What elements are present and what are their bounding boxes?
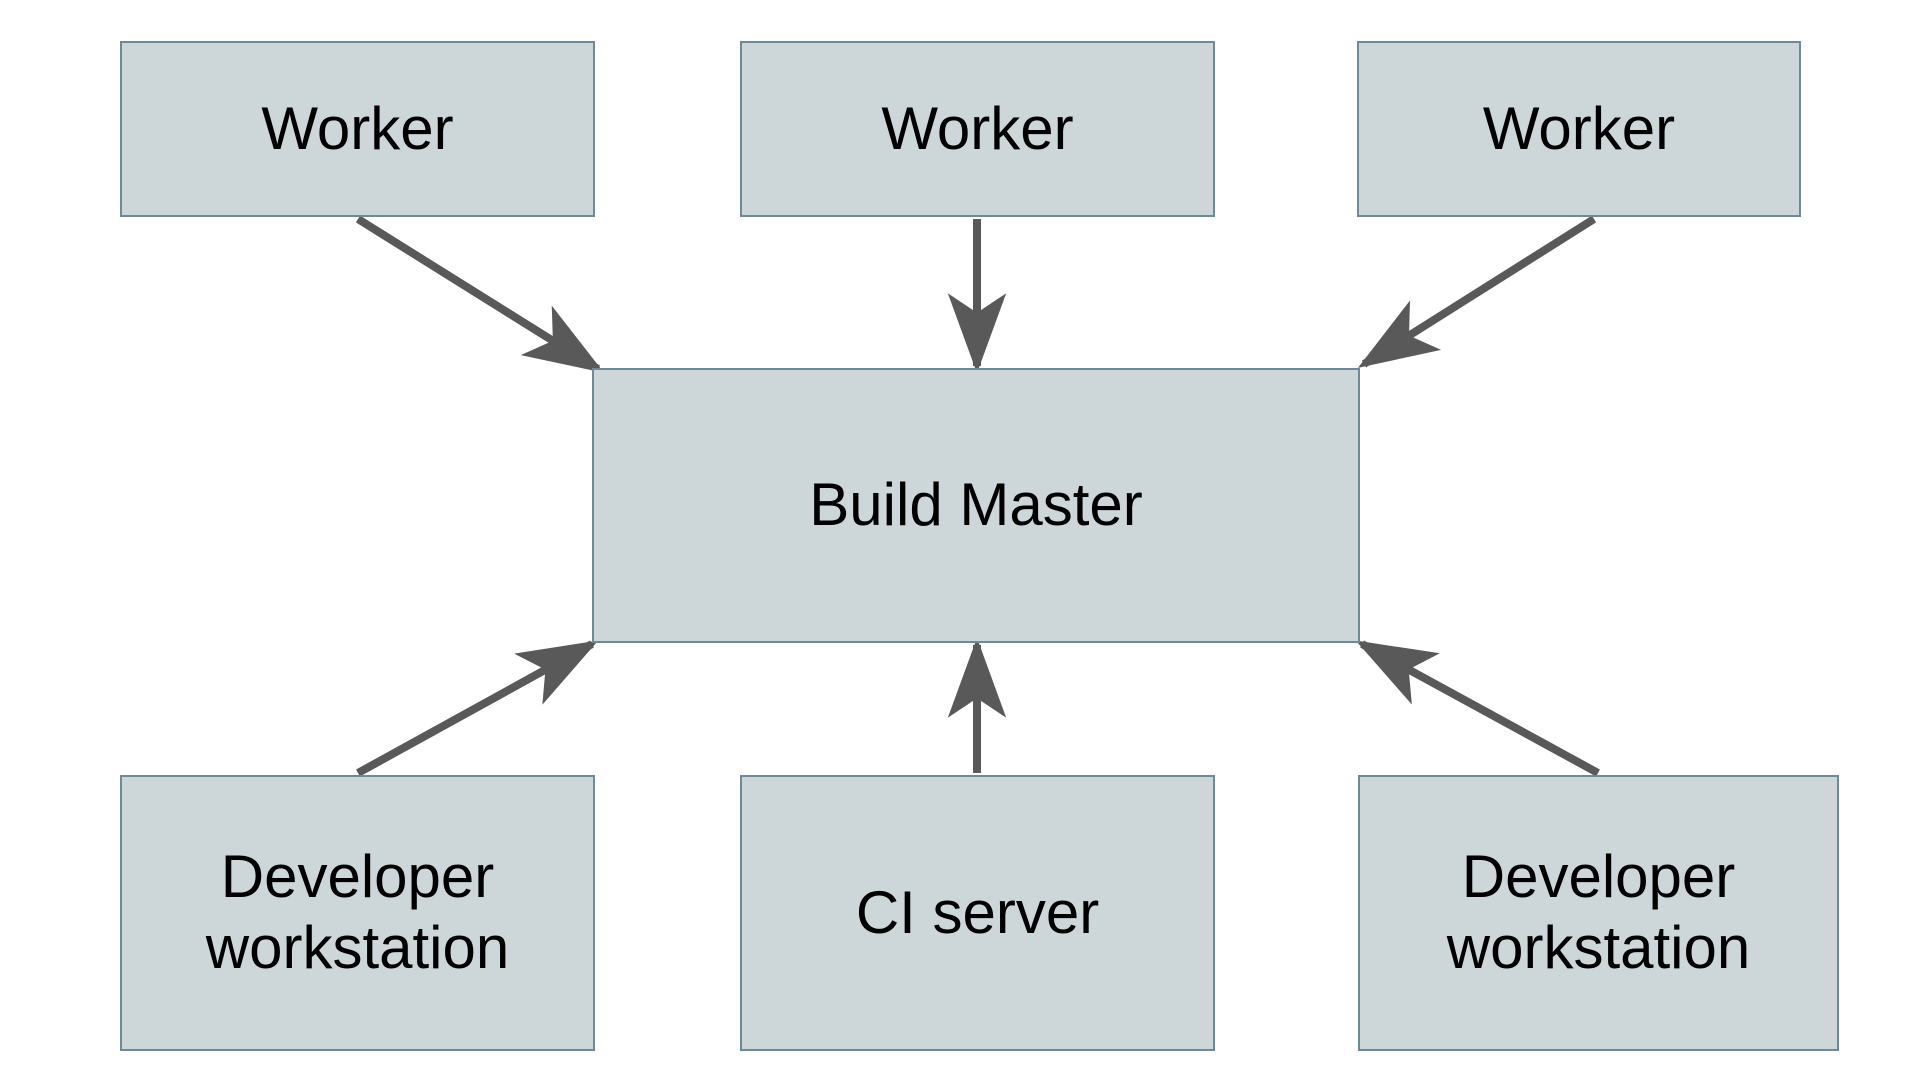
node-worker-3[interactable]: Worker <box>1357 41 1801 217</box>
edge-worker3-to-master <box>1357 215 1597 368</box>
edge-devright-to-master <box>1355 640 1600 777</box>
node-label-worker-3: Worker <box>1482 94 1676 162</box>
node-worker-2[interactable]: Worker <box>740 41 1215 217</box>
edge-devleft-to-master <box>356 640 599 777</box>
node-label-ci-server: CI server <box>855 878 1100 946</box>
node-build-master[interactable]: Build Master <box>592 368 1360 643</box>
node-developer-workstation-right[interactable]: Developer workstation <box>1358 775 1839 1051</box>
node-label-worker-2: Worker <box>881 94 1074 162</box>
node-label-worker-1: Worker <box>261 94 454 162</box>
edge-worker1-to-master <box>355 215 605 373</box>
node-label-build-master: Build Master <box>809 471 1143 539</box>
node-developer-workstation-left[interactable]: Developer workstation <box>120 775 595 1051</box>
node-worker-1[interactable]: Worker <box>120 41 595 217</box>
node-ci-server[interactable]: CI server <box>740 775 1215 1051</box>
node-label-developer-workstation-right: Developer workstation <box>1446 843 1751 981</box>
node-label-developer-workstation-left: Developer workstation <box>205 843 510 981</box>
